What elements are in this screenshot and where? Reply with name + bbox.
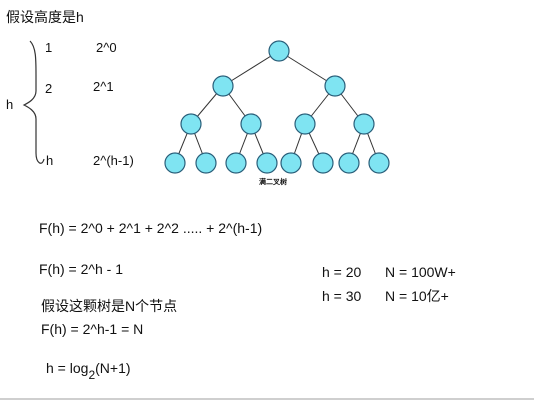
- diagram-title: 假设高度是h: [6, 9, 84, 25]
- level-h-num: h: [46, 153, 54, 168]
- tree-node: [368, 152, 390, 174]
- example-1-h: h = 20: [322, 264, 362, 280]
- assumption-text: 假设这颗树是N个节点: [41, 298, 178, 314]
- tree-edge: [278, 50, 336, 87]
- tree-node: [240, 113, 262, 135]
- level-1-num: 1: [45, 40, 53, 55]
- formula-equals-n: F(h) = 2^h-1 = N: [41, 321, 144, 337]
- tree-node: [256, 152, 278, 174]
- level-2-expr: 2^1: [93, 79, 114, 94]
- tree-node: [195, 152, 217, 174]
- brace-label: h: [6, 97, 14, 112]
- tree-node: [225, 152, 247, 174]
- full-binary-tree: [164, 40, 390, 174]
- tree-caption: 满二叉树: [259, 179, 287, 186]
- tree-node: [164, 152, 186, 174]
- tree-node: [353, 113, 375, 135]
- tree-node: [312, 152, 334, 174]
- tree-node: [338, 152, 360, 174]
- tree-node: [180, 113, 202, 135]
- brace-shape: [22, 40, 45, 164]
- log-base: 2: [88, 368, 96, 382]
- formula-closed: F(h) = 2^h - 1: [39, 261, 123, 277]
- tree-edge: [222, 50, 280, 87]
- tree-node: [280, 152, 302, 174]
- log-argument: (N+1): [95, 360, 131, 376]
- formula-sum: F(h) = 2^0 + 2^1 + 2^2 ..... + 2^(h-1): [39, 220, 263, 236]
- tree-node: [324, 75, 346, 97]
- level-2-num: 2: [45, 81, 53, 96]
- formula-log: h = log2(N+1): [46, 360, 131, 382]
- example-2-n: N = 10亿+: [385, 288, 449, 304]
- example-1-n: N = 100W+: [385, 264, 456, 280]
- tree-node: [268, 40, 290, 62]
- level-h-expr: 2^(h-1): [93, 153, 134, 168]
- bottom-divider: [0, 398, 534, 400]
- log-prefix: h = log: [46, 360, 89, 376]
- tree-node: [212, 75, 234, 97]
- tree-node: [294, 113, 316, 135]
- example-2-h: h = 30: [322, 288, 362, 304]
- level-1-expr: 2^0: [96, 40, 117, 55]
